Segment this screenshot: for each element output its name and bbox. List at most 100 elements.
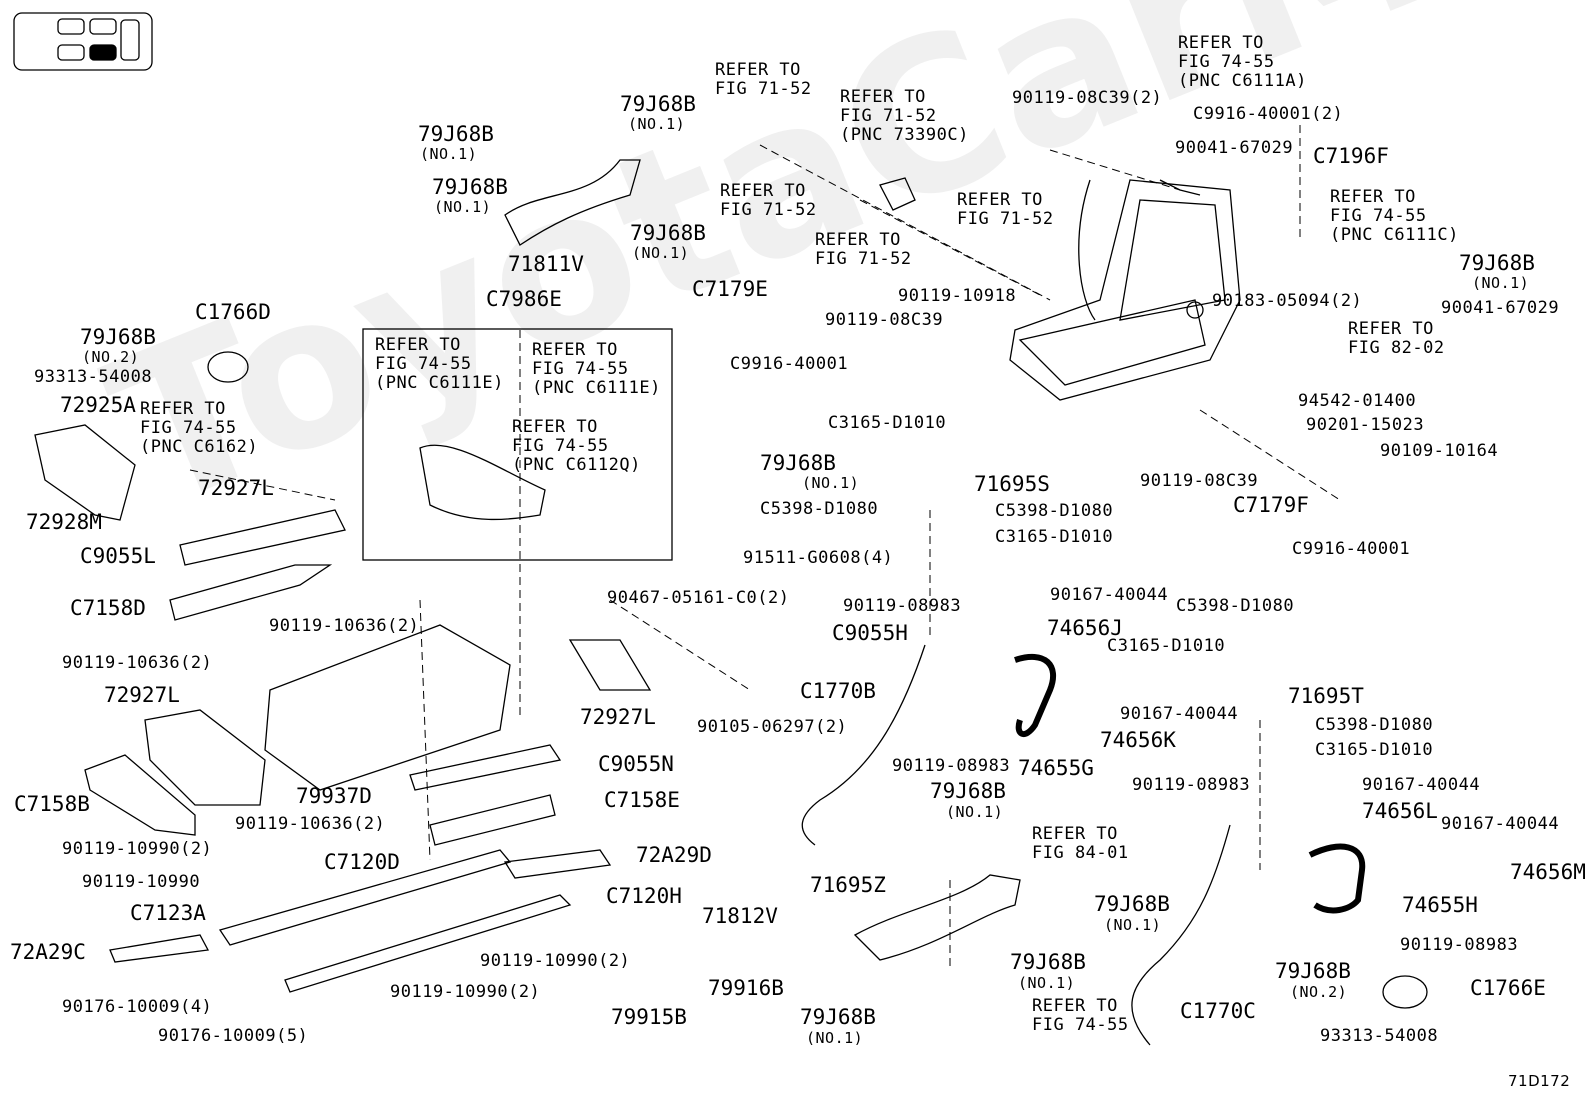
label-71695s: 71695S: [974, 472, 1050, 496]
label-90119-10636-2-a: 90119-10636(2): [269, 616, 420, 636]
label-71695z: 71695Z: [810, 873, 886, 897]
label-c1770b: C1770B: [800, 679, 876, 703]
label-c7158b: C7158B: [14, 792, 90, 816]
label-refer-fig84-01: REFER TO FIG 84-01: [1032, 824, 1129, 863]
label-90109-10164: 90109-10164: [1380, 441, 1499, 461]
label-90041-67029: 90041-67029: [1175, 138, 1294, 158]
label-79j68b: 79J68B: [432, 175, 508, 199]
72a29d-strip: [503, 849, 612, 879]
c9055n-plate: [409, 744, 562, 791]
label-90176-10009-5: 90176-10009(5): [158, 1026, 309, 1046]
label-c7158e: C7158E: [604, 788, 680, 812]
label-72a29c: 72A29C: [10, 940, 86, 964]
label-79j68b-sub: (NO.1): [632, 244, 690, 262]
label-79j68b-no2: 79J68B: [80, 325, 156, 349]
71812v-trim: [853, 874, 1021, 961]
72a29c-strip: [109, 934, 210, 963]
label-72927l: 72927L: [198, 476, 274, 500]
label-refer-fig74-55-pnc-c6162: REFER TO FIG 74-55 (PNC C6162): [140, 399, 259, 457]
buckle: [879, 177, 916, 211]
label-74656k: 74656K: [1100, 728, 1176, 752]
label-c7179e: C7179E: [692, 277, 768, 301]
label-79j68b: 79J68B: [1010, 950, 1086, 974]
c7158d-strip: [169, 564, 333, 621]
label-refer-fig82-02: REFER TO FIG 82-02: [1348, 319, 1445, 358]
label-c5398-d1080-a: C5398-D1080: [760, 499, 879, 519]
label-79916b: 79916B: [708, 976, 784, 1000]
label-90119-08c39-2: 90119-08C39(2): [1012, 88, 1163, 108]
label-72925a: 72925A: [60, 393, 136, 417]
label-90119-08983-d: 90119-08983: [1400, 935, 1519, 955]
label-90119-08983-b: 90119-08983: [892, 756, 1011, 776]
label-refer-fig71-52-pnc73390c: REFER TO FIG 71-52 (PNC 73390C): [840, 87, 969, 145]
label-refer-fig71-52-d: REFER TO FIG 71-52: [815, 230, 912, 269]
label-90167-40044: 90167-40044: [1050, 585, 1169, 605]
label-90041-67029-b: 90041-67029: [1441, 298, 1560, 318]
label-refer-fig74-55-pnc-c6111e-b: REFER TO FIG 74-55 (PNC C6111E): [532, 340, 661, 398]
label-79j68b: 79J68B: [930, 779, 1006, 803]
label-c3165-d1010-b: C3165-D1010: [995, 527, 1114, 547]
label-74655g: 74655G: [1018, 756, 1094, 780]
label-c1770c: C1770C: [1180, 999, 1256, 1023]
label-c5398-d1080-c: C5398-D1080: [1176, 596, 1295, 616]
label-74656j: 74656J: [1047, 616, 1123, 640]
label-79j68b: 79J68B: [418, 122, 494, 146]
label-c9916-40001-2: C9916-40001(2): [1193, 104, 1344, 124]
c1766e-knob: [1382, 975, 1428, 1009]
label-refer-fig71-52-b: REFER TO FIG 71-52: [720, 181, 817, 220]
c7158b-trim: [84, 754, 196, 836]
label-79j68b-sub: (NO.1): [946, 803, 1004, 821]
label-79j68b-sub: (NO.1): [1018, 974, 1076, 992]
label-79j68b-sub: (NO.1): [628, 115, 686, 133]
label-c7158d: C7158D: [70, 596, 146, 620]
label-79j68b-sub: (NO.1): [420, 145, 478, 163]
label-90105-06297-2: 90105-06297(2): [697, 717, 848, 737]
label-90119-10990-2-c: 90119-10990(2): [390, 982, 541, 1002]
label-refer-fig71-52-c: REFER TO FIG 71-52: [957, 190, 1054, 229]
c9055l-rail: [179, 509, 346, 566]
label-c5398-d1080-b: C5398-D1080: [995, 501, 1114, 521]
c7120h-rail: [284, 894, 572, 993]
label-c9055n: C9055N: [598, 752, 674, 776]
label-c7179f: C7179F: [1233, 493, 1309, 517]
label-79915b: 79915B: [611, 1005, 687, 1029]
label-c9055h: C9055H: [832, 621, 908, 645]
label-90167-40044-b: 90167-40044: [1120, 704, 1239, 724]
label-90119-10990-2-b: 90119-10990(2): [480, 951, 631, 971]
72925a-cover: [34, 424, 136, 521]
label-72a29d: 72A29D: [636, 843, 712, 867]
c1770b-cable: [801, 644, 926, 846]
dashed-leaders: [189, 125, 1341, 970]
c1770c-cable: [1131, 824, 1231, 1046]
label-refer-fig71-52-a: REFER TO FIG 71-52: [715, 60, 812, 99]
label-79j68b: 79J68B: [1094, 892, 1170, 916]
label-71812v: 71812V: [702, 904, 778, 928]
label-c1766d: C1766D: [195, 300, 271, 324]
label-c5398-d1080-d: C5398-D1080: [1315, 715, 1434, 735]
label-79j68b-sub: (NO.1): [802, 474, 860, 492]
label-refer-fig74-55-pnc-c6111e-a: REFER TO FIG 74-55 (PNC C6111E): [375, 335, 504, 393]
label-90119-08983-c: 90119-08983: [1132, 775, 1251, 795]
label-79j68b-sub: (NO.1): [806, 1029, 864, 1047]
label-79j68b: 79J68B: [620, 92, 696, 116]
cushion-frame: [264, 624, 511, 791]
label-74655h: 74655H: [1402, 893, 1478, 917]
c9055h-bracket: [568, 639, 652, 691]
label-refer-fig74-55: REFER TO FIG 74-55: [1032, 996, 1129, 1035]
label-79j68b-sub: (NO.1): [434, 198, 492, 216]
label-79j68b: 79J68B: [760, 451, 836, 475]
label-c7986e: C7986E: [486, 287, 562, 311]
c7986e-cover: [419, 444, 546, 521]
label-refer-fig74-55-pnc-c6112q: REFER TO FIG 74-55 (PNC C6112Q): [512, 417, 641, 475]
label-74656l: 74656L: [1362, 799, 1438, 823]
label-79j68b-sub: (NO.1): [1472, 274, 1530, 292]
label-90201-15023: 90201-15023: [1306, 415, 1425, 435]
label-93313-54008-b: 93313-54008: [1320, 1026, 1439, 1046]
label-c7120d: C7120D: [324, 850, 400, 874]
seat-frame: [1009, 179, 1241, 401]
label-90176-10009-4: 90176-10009(4): [62, 997, 213, 1017]
label-90119-10990: 90119-10990: [82, 872, 201, 892]
label-90119-10636-2-b: 90119-10636(2): [62, 653, 213, 673]
